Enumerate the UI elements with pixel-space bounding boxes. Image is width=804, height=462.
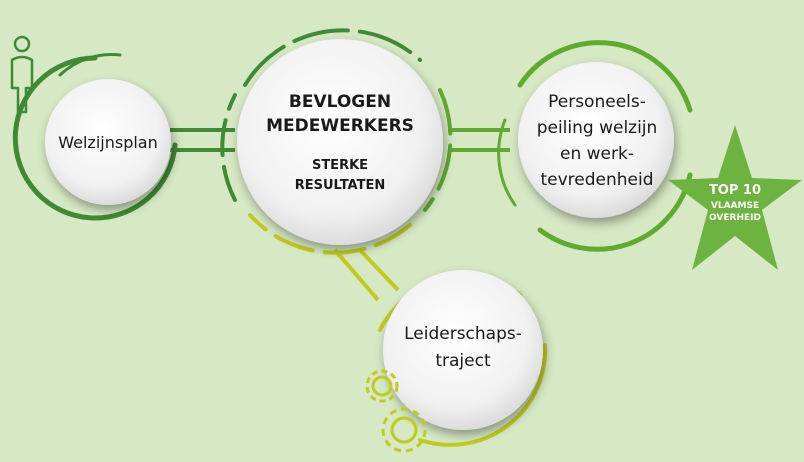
node-right-circle: [518, 62, 674, 218]
node-left-label: Welzijnsplan: [40, 122, 176, 162]
right-line3: en werk-: [560, 144, 634, 164]
right-line1: Personeels-: [548, 92, 646, 112]
node-bottom-label: Leiderschaps- traject: [395, 318, 531, 378]
node-right-label: Personeels- peiling welzijn en werk- tev…: [520, 88, 674, 194]
node-bottom-circle: [383, 270, 543, 430]
bottom-line2: traject: [435, 351, 491, 371]
right-line2: peiling welzijn: [536, 118, 658, 138]
ring-left: [12, 53, 178, 221]
node-center-label: BEVLOGEN MEDEWERKERS STERKE RESULTATEN: [260, 68, 420, 218]
badge-line3: OVERHEID: [709, 213, 761, 223]
connector-bottom: [333, 248, 400, 302]
ring-right: [497, 40, 693, 252]
connector-left: [170, 128, 235, 152]
node-center-circle: [237, 39, 443, 245]
bottom-line1: Leiderschaps-: [404, 324, 522, 344]
welzijnsplan-text: Welzijnsplan: [58, 132, 158, 152]
person-icon: [10, 35, 34, 114]
center-title-line1: BEVLOGEN: [288, 92, 392, 112]
gears-icon: [365, 369, 427, 453]
node-left-circle: [45, 79, 171, 205]
ring-center: [220, 28, 453, 255]
badge-line2: VLAAMSE: [710, 201, 760, 211]
top10-badge-text: TOP 10 VLAAMSE OVERHEID: [690, 175, 780, 231]
center-title-line2: MEDEWERKERS: [266, 116, 414, 136]
center-subtitle-line2: RESULTATEN: [294, 178, 386, 193]
right-line4: tevredenheid: [540, 170, 654, 190]
center-subtitle-line1: STERKE: [311, 158, 369, 173]
top10-star: [668, 125, 802, 270]
badge-line1: TOP 10: [708, 183, 762, 198]
